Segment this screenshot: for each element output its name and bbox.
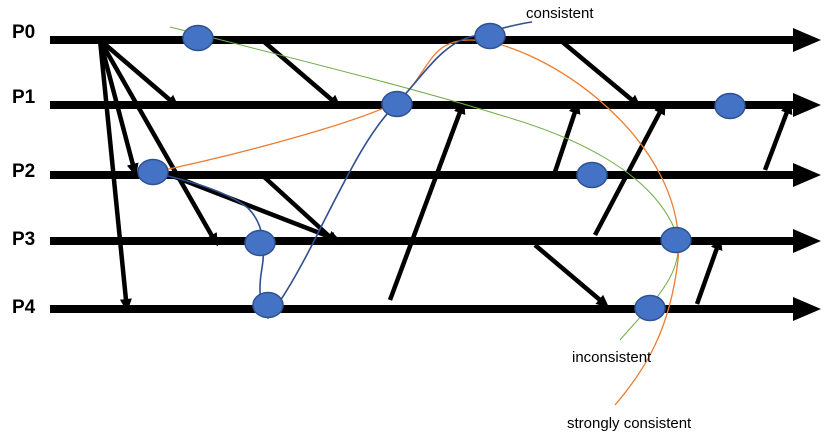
process-labels: P0 P1 P2 P3 P4	[12, 22, 36, 318]
message-arrow	[98, 38, 180, 108]
event-marker	[182, 24, 214, 52]
message-arrow	[694, 236, 723, 305]
event-marker	[660, 226, 692, 254]
process-label-p0: P0	[12, 22, 35, 43]
message-arrow	[169, 172, 342, 243]
event-marker	[244, 229, 276, 257]
label-inconsistent: inconsistent	[572, 349, 652, 366]
events	[137, 22, 746, 322]
message-arrow	[260, 38, 342, 108]
cut-labels: consistent inconsistent strongly consist…	[526, 5, 692, 432]
event-marker	[634, 294, 666, 322]
label-consistent: consistent	[526, 5, 594, 22]
event-marker	[576, 161, 608, 189]
message-arrow	[762, 100, 793, 171]
message-arrow	[98, 38, 218, 247]
message-arrow	[97, 39, 132, 312]
cut-line-consistent	[151, 21, 533, 320]
message-arrows	[97, 38, 793, 312]
process-label-p4: P4	[12, 297, 36, 318]
event-marker	[474, 22, 506, 50]
event-marker	[137, 158, 169, 186]
message-arrow	[260, 173, 339, 246]
event-marker	[714, 92, 746, 120]
process-label-p3: P3	[12, 229, 35, 250]
cut-line-inconsistent	[169, 26, 679, 341]
message-arrow	[552, 100, 581, 173]
message-arrow	[593, 101, 666, 237]
message-arrow	[533, 243, 610, 308]
process-label-p1: P1	[12, 87, 36, 108]
message-arrow	[387, 100, 466, 301]
event-marker	[252, 291, 284, 319]
event-marker	[381, 90, 413, 118]
label-strongly-consistent: strongly consistent	[567, 415, 692, 432]
message-arrow	[97, 39, 139, 177]
process-label-p2: P2	[12, 161, 35, 182]
message-arrow	[558, 38, 642, 108]
cut-curves	[149, 21, 680, 406]
